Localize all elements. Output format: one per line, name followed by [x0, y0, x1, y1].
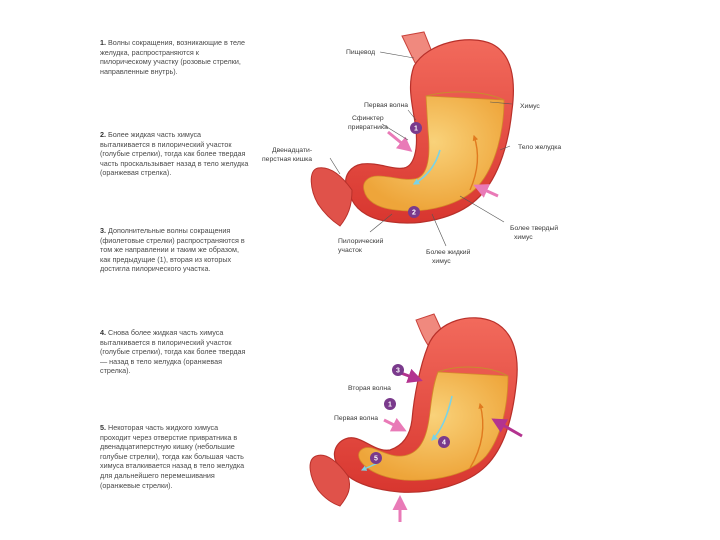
bottom-badge-3-text: 3	[396, 368, 400, 375]
label-pyloric-2: участок	[338, 247, 362, 254]
label-pyloric-1: Пилорический	[338, 237, 384, 245]
label-solid-chyme-1: Более твердый	[510, 224, 558, 232]
label-sphincter-2: привратника	[348, 124, 388, 131]
label-second-wave: Вторая волна	[348, 385, 391, 392]
label-solid-chyme-2: химус	[514, 234, 533, 241]
label-liquid-chyme-1: Более жидкий	[426, 248, 471, 256]
label-liquid-chyme-2: химус	[432, 258, 451, 265]
bottom-badge-4-text: 4	[442, 440, 446, 447]
label-duodenum-2: перстная кишка	[262, 156, 312, 163]
bottom-badge-5-text: 5	[374, 456, 378, 463]
top-badge-2-text: 2	[412, 210, 416, 217]
label-sphincter-1: Сфинктер	[352, 115, 384, 122]
top-badge-1-text: 1	[414, 126, 418, 133]
label-esophagus: Пищевод	[346, 49, 375, 56]
bottom-pink-arrow-left	[384, 420, 404, 430]
bottom-badge-1-text: 1	[388, 402, 392, 409]
bottom-stomach: 3 1 4 5 Вторая волна Первая волна	[310, 314, 522, 522]
label-duodenum-1: Двенадцати-	[272, 147, 312, 154]
label-stomach-body: Тело желудка	[518, 144, 561, 151]
label-first-wave-top: Первая волна	[364, 102, 408, 109]
label-first-wave-bottom: Первая волна	[334, 415, 378, 422]
top-stomach: 1 2 Пищевод Первая волна Химус Сфинктер …	[262, 32, 561, 265]
label-chyme: Химус	[520, 103, 540, 110]
